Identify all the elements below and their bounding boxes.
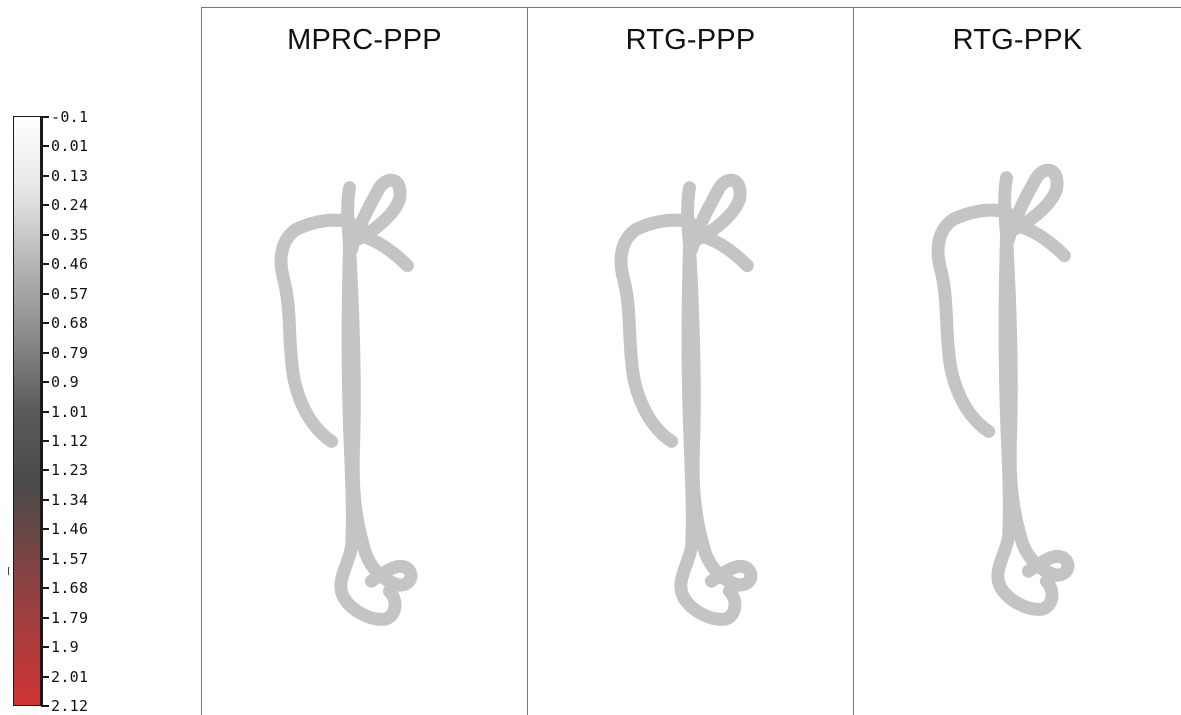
- tick-label: 0.24: [51, 196, 88, 214]
- tick-label: 0.68: [51, 314, 88, 332]
- tick-label: 0.01: [51, 137, 88, 155]
- tick-label: 2.12: [51, 697, 88, 715]
- tick-mark: [41, 646, 49, 648]
- trajectory-track: [621, 180, 751, 619]
- tick-mark: [41, 352, 49, 354]
- trajectory-track: [281, 180, 411, 619]
- scale-tick: 2.01: [41, 669, 88, 685]
- scale-tick: 1.68: [41, 580, 88, 596]
- tick-label: -0.1: [51, 108, 88, 126]
- tick-mark: [41, 499, 49, 501]
- tick-mark: [41, 263, 49, 265]
- scale-tick: 0.46: [41, 256, 88, 272]
- tick-mark: [41, 322, 49, 324]
- tick-mark: [41, 293, 49, 295]
- panel-rtg-ppp: RTG-PPP: [527, 7, 853, 715]
- trajectory-map: [854, 8, 1181, 715]
- tick-mark: [41, 558, 49, 560]
- tick-mark: [41, 528, 49, 530]
- trajectory-map: [202, 8, 527, 715]
- tick-label: 1.68: [51, 579, 88, 597]
- scale-tick: 1.34: [41, 492, 88, 508]
- stray-mark: [8, 567, 9, 575]
- tick-label: 1.12: [51, 432, 88, 450]
- scale-tick: 2.12: [41, 698, 88, 714]
- tick-label: 1.57: [51, 550, 88, 568]
- tick-mark: [41, 116, 49, 118]
- tick-label: 1.01: [51, 403, 88, 421]
- tick-label: 0.79: [51, 344, 88, 362]
- trajectory-track: [938, 170, 1068, 609]
- map-panels: MPRC-PPP RTG-PPP RTG-PPK: [201, 7, 1181, 715]
- tick-mark: [41, 705, 49, 707]
- tick-label: 1.9: [51, 638, 79, 656]
- scale-tick: 1.9: [41, 639, 79, 655]
- tick-label: 1.79: [51, 609, 88, 627]
- scale-tick: 1.79: [41, 610, 88, 626]
- tick-label: 0.13: [51, 167, 88, 185]
- scale-tick: 0.9: [41, 374, 79, 390]
- scale-tick: 0.24: [41, 197, 88, 213]
- tick-mark: [41, 440, 49, 442]
- scale-tick: 1.57: [41, 551, 88, 567]
- tick-mark: [41, 587, 49, 589]
- scale-tick: 0.35: [41, 227, 88, 243]
- tick-label: 1.23: [51, 461, 88, 479]
- tick-mark: [41, 469, 49, 471]
- panel-mprc-ppp: MPRC-PPP: [201, 7, 527, 715]
- tick-mark: [41, 204, 49, 206]
- scale-tick: 0.13: [41, 168, 88, 184]
- tick-label: 0.46: [51, 255, 88, 273]
- tick-mark: [41, 617, 49, 619]
- tick-label: 0.9: [51, 373, 79, 391]
- tick-label: 0.57: [51, 285, 88, 303]
- color-scale-legend: -0.1 0.01 0.13 0.24 0.35 0.46 0.57 0.68 0.79 0.9 1…: [0, 0, 190, 715]
- panel-rtg-ppk: RTG-PPK: [853, 7, 1181, 715]
- scale-tick: 1.23: [41, 462, 88, 478]
- tick-mark: [41, 234, 49, 236]
- trajectory-map: [528, 8, 853, 715]
- scale-tick: 1.12: [41, 433, 88, 449]
- tick-label: 1.34: [51, 491, 88, 509]
- tick-label: 1.46: [51, 520, 88, 538]
- color-scale-bar: [13, 116, 41, 706]
- tick-mark: [41, 175, 49, 177]
- scale-tick: 1.46: [41, 521, 88, 537]
- scale-tick: 0.68: [41, 315, 88, 331]
- scale-tick: 1.01: [41, 404, 88, 420]
- scale-tick: 0.79: [41, 345, 88, 361]
- tick-label: 0.35: [51, 226, 88, 244]
- tick-mark: [41, 411, 49, 413]
- tick-mark: [41, 676, 49, 678]
- scale-tick: 0.57: [41, 286, 88, 302]
- tick-mark: [41, 145, 49, 147]
- scale-tick: -0.1: [41, 109, 88, 125]
- tick-mark: [41, 381, 49, 383]
- tick-label: 2.01: [51, 668, 88, 686]
- scale-tick: 0.01: [41, 138, 88, 154]
